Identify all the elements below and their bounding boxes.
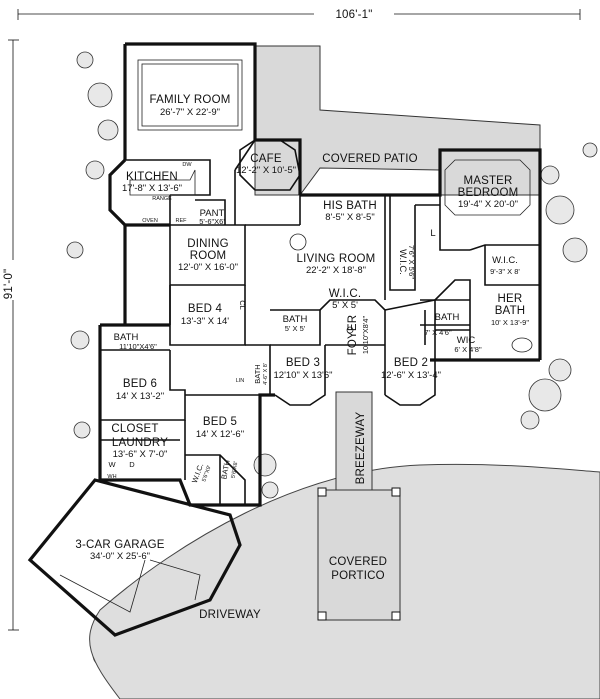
kitchen-name: KITCHEN bbox=[126, 171, 178, 183]
depth-dimension: 91'-0" bbox=[3, 269, 15, 300]
closet-cl-label: CL bbox=[238, 300, 247, 310]
master-bedroom-name-2: BEDROOM bbox=[458, 187, 519, 199]
living-room-name: LIVING ROOM bbox=[297, 253, 376, 265]
garage-walls bbox=[27, 478, 242, 637]
master-bedroom-size: 19'-4" X 20'-0" bbox=[458, 199, 518, 210]
dryer-label: D bbox=[129, 460, 135, 469]
laundry-size: 13'-6" X 7'-0" bbox=[113, 449, 168, 460]
exterior-walls bbox=[98, 42, 542, 507]
his-bath-name: HIS BATH bbox=[323, 200, 377, 212]
bed2-size: 12'-6" X 13'-4" bbox=[381, 370, 441, 381]
her-bath-name-1: HER bbox=[498, 293, 523, 305]
her-bath-size: 10' X 13'-9" bbox=[491, 318, 529, 327]
left-bath-size: 11'10"X4'6" bbox=[119, 342, 157, 351]
bed5-wic-size: 5'6"X9' bbox=[201, 465, 212, 483]
linen-label: L bbox=[430, 228, 435, 239]
living-room-size: 22'-2" X 18'-8" bbox=[306, 265, 366, 276]
dining-room-name-1: DINING bbox=[187, 238, 228, 250]
cafe-name: CAFE bbox=[250, 153, 282, 165]
ref-label: REF bbox=[176, 218, 188, 224]
master-bedroom-name-1: MASTER bbox=[463, 175, 512, 187]
bed3-bath-size: 4'-6" X 8' bbox=[263, 363, 269, 385]
master-small-wic-size: 6' X 4'8" bbox=[454, 345, 482, 354]
center-bath-name: BATH bbox=[283, 314, 308, 325]
foyer-size: 10'10"X8'4" bbox=[361, 316, 370, 355]
bed5-bath-name: BATH bbox=[219, 459, 231, 480]
bed6-size: 14' X 13'-2" bbox=[116, 391, 164, 402]
bed5-bath-size: 5'6"X8' bbox=[231, 461, 240, 479]
bed3-size: 12'10" X 13'6" bbox=[274, 370, 333, 381]
breezeway-area bbox=[335, 391, 373, 493]
master-wic1-size: 7'6" X 5'6" bbox=[407, 245, 416, 279]
washer-label: W bbox=[108, 460, 116, 469]
kitchen-size: 17'-8" X 13'-6" bbox=[122, 183, 182, 194]
master-wic2-name: W.I.C. bbox=[492, 255, 518, 266]
garage-name: 3-CAR GARAGE bbox=[75, 539, 164, 551]
bed3-name: BED 3 bbox=[286, 357, 320, 369]
garage-size: 34'-0" X 25'-6" bbox=[90, 551, 150, 562]
range-label: RANGE bbox=[152, 196, 172, 202]
bed4-name: BED 4 bbox=[188, 303, 223, 315]
master-wic2-size: 9'-3" X 8' bbox=[490, 267, 520, 276]
closet-name: CLOSET bbox=[111, 423, 158, 435]
family-room-name: FAMILY ROOM bbox=[149, 94, 230, 106]
pantry-name: PANT bbox=[200, 208, 225, 219]
lin-label: LIN bbox=[236, 378, 245, 384]
covered-patio-area bbox=[254, 45, 541, 196]
covered-portico-name-1: COVERED bbox=[329, 556, 387, 568]
bed5-name: BED 5 bbox=[203, 416, 237, 428]
pantry-size: 5'-6"X6' bbox=[199, 217, 225, 226]
foyer-wic-name: W.I.C. bbox=[329, 288, 362, 300]
left-bath-name: BATH bbox=[114, 332, 139, 343]
foyer-wic-size: 5' X 5' bbox=[332, 300, 358, 311]
family-room-tray bbox=[137, 59, 243, 131]
center-bath-size: 5' X 5' bbox=[285, 324, 306, 333]
master-small-bath-size: 7' X 4'6" bbox=[424, 328, 452, 337]
covered-portico-name-2: PORTICO bbox=[331, 570, 385, 582]
water-heater-label: WH bbox=[107, 474, 116, 480]
oven-label: OVEN bbox=[142, 218, 158, 224]
master-small-wic-name: WIC bbox=[457, 335, 476, 346]
covered-patio-name: COVERED PATIO bbox=[322, 153, 417, 165]
bed6-name: BED 6 bbox=[123, 378, 157, 390]
dining-room-size: 12'-0" X 16'-0" bbox=[178, 262, 238, 273]
interior-walls bbox=[100, 139, 540, 505]
covered-portico-area bbox=[317, 489, 401, 621]
cafe-size: 12'-2" X 10'-5" bbox=[236, 165, 296, 176]
dimension-lines bbox=[2, 4, 581, 631]
his-bath-size: 8'-5" X 8'-5" bbox=[325, 212, 374, 223]
dining-room-name-2: ROOM bbox=[190, 250, 227, 262]
family-room-size: 26'-7" X 22'-9" bbox=[160, 107, 220, 118]
bed3-bath-name: BATH bbox=[253, 364, 262, 383]
her-bath-name-2: BATH bbox=[495, 305, 526, 317]
bed4-size: 13'-3" X 14' bbox=[181, 316, 229, 327]
bed2-name: BED 2 bbox=[394, 357, 428, 369]
breezeway-name: BREEZEWAY bbox=[355, 412, 367, 485]
driveway-name: DRIVEWAY bbox=[199, 609, 261, 621]
laundry-name: LAUNDRY bbox=[112, 437, 168, 449]
master-small-bath-name: BATH bbox=[435, 312, 460, 323]
landscaping bbox=[66, 51, 598, 679]
bed5-size: 14' X 12'-6" bbox=[196, 429, 244, 440]
master-wic1-name: W.I.C. bbox=[397, 249, 408, 275]
foyer-name: FOYER bbox=[347, 315, 359, 356]
width-dimension: 106'-1" bbox=[335, 9, 372, 21]
dishwasher-label: DW bbox=[182, 162, 192, 168]
